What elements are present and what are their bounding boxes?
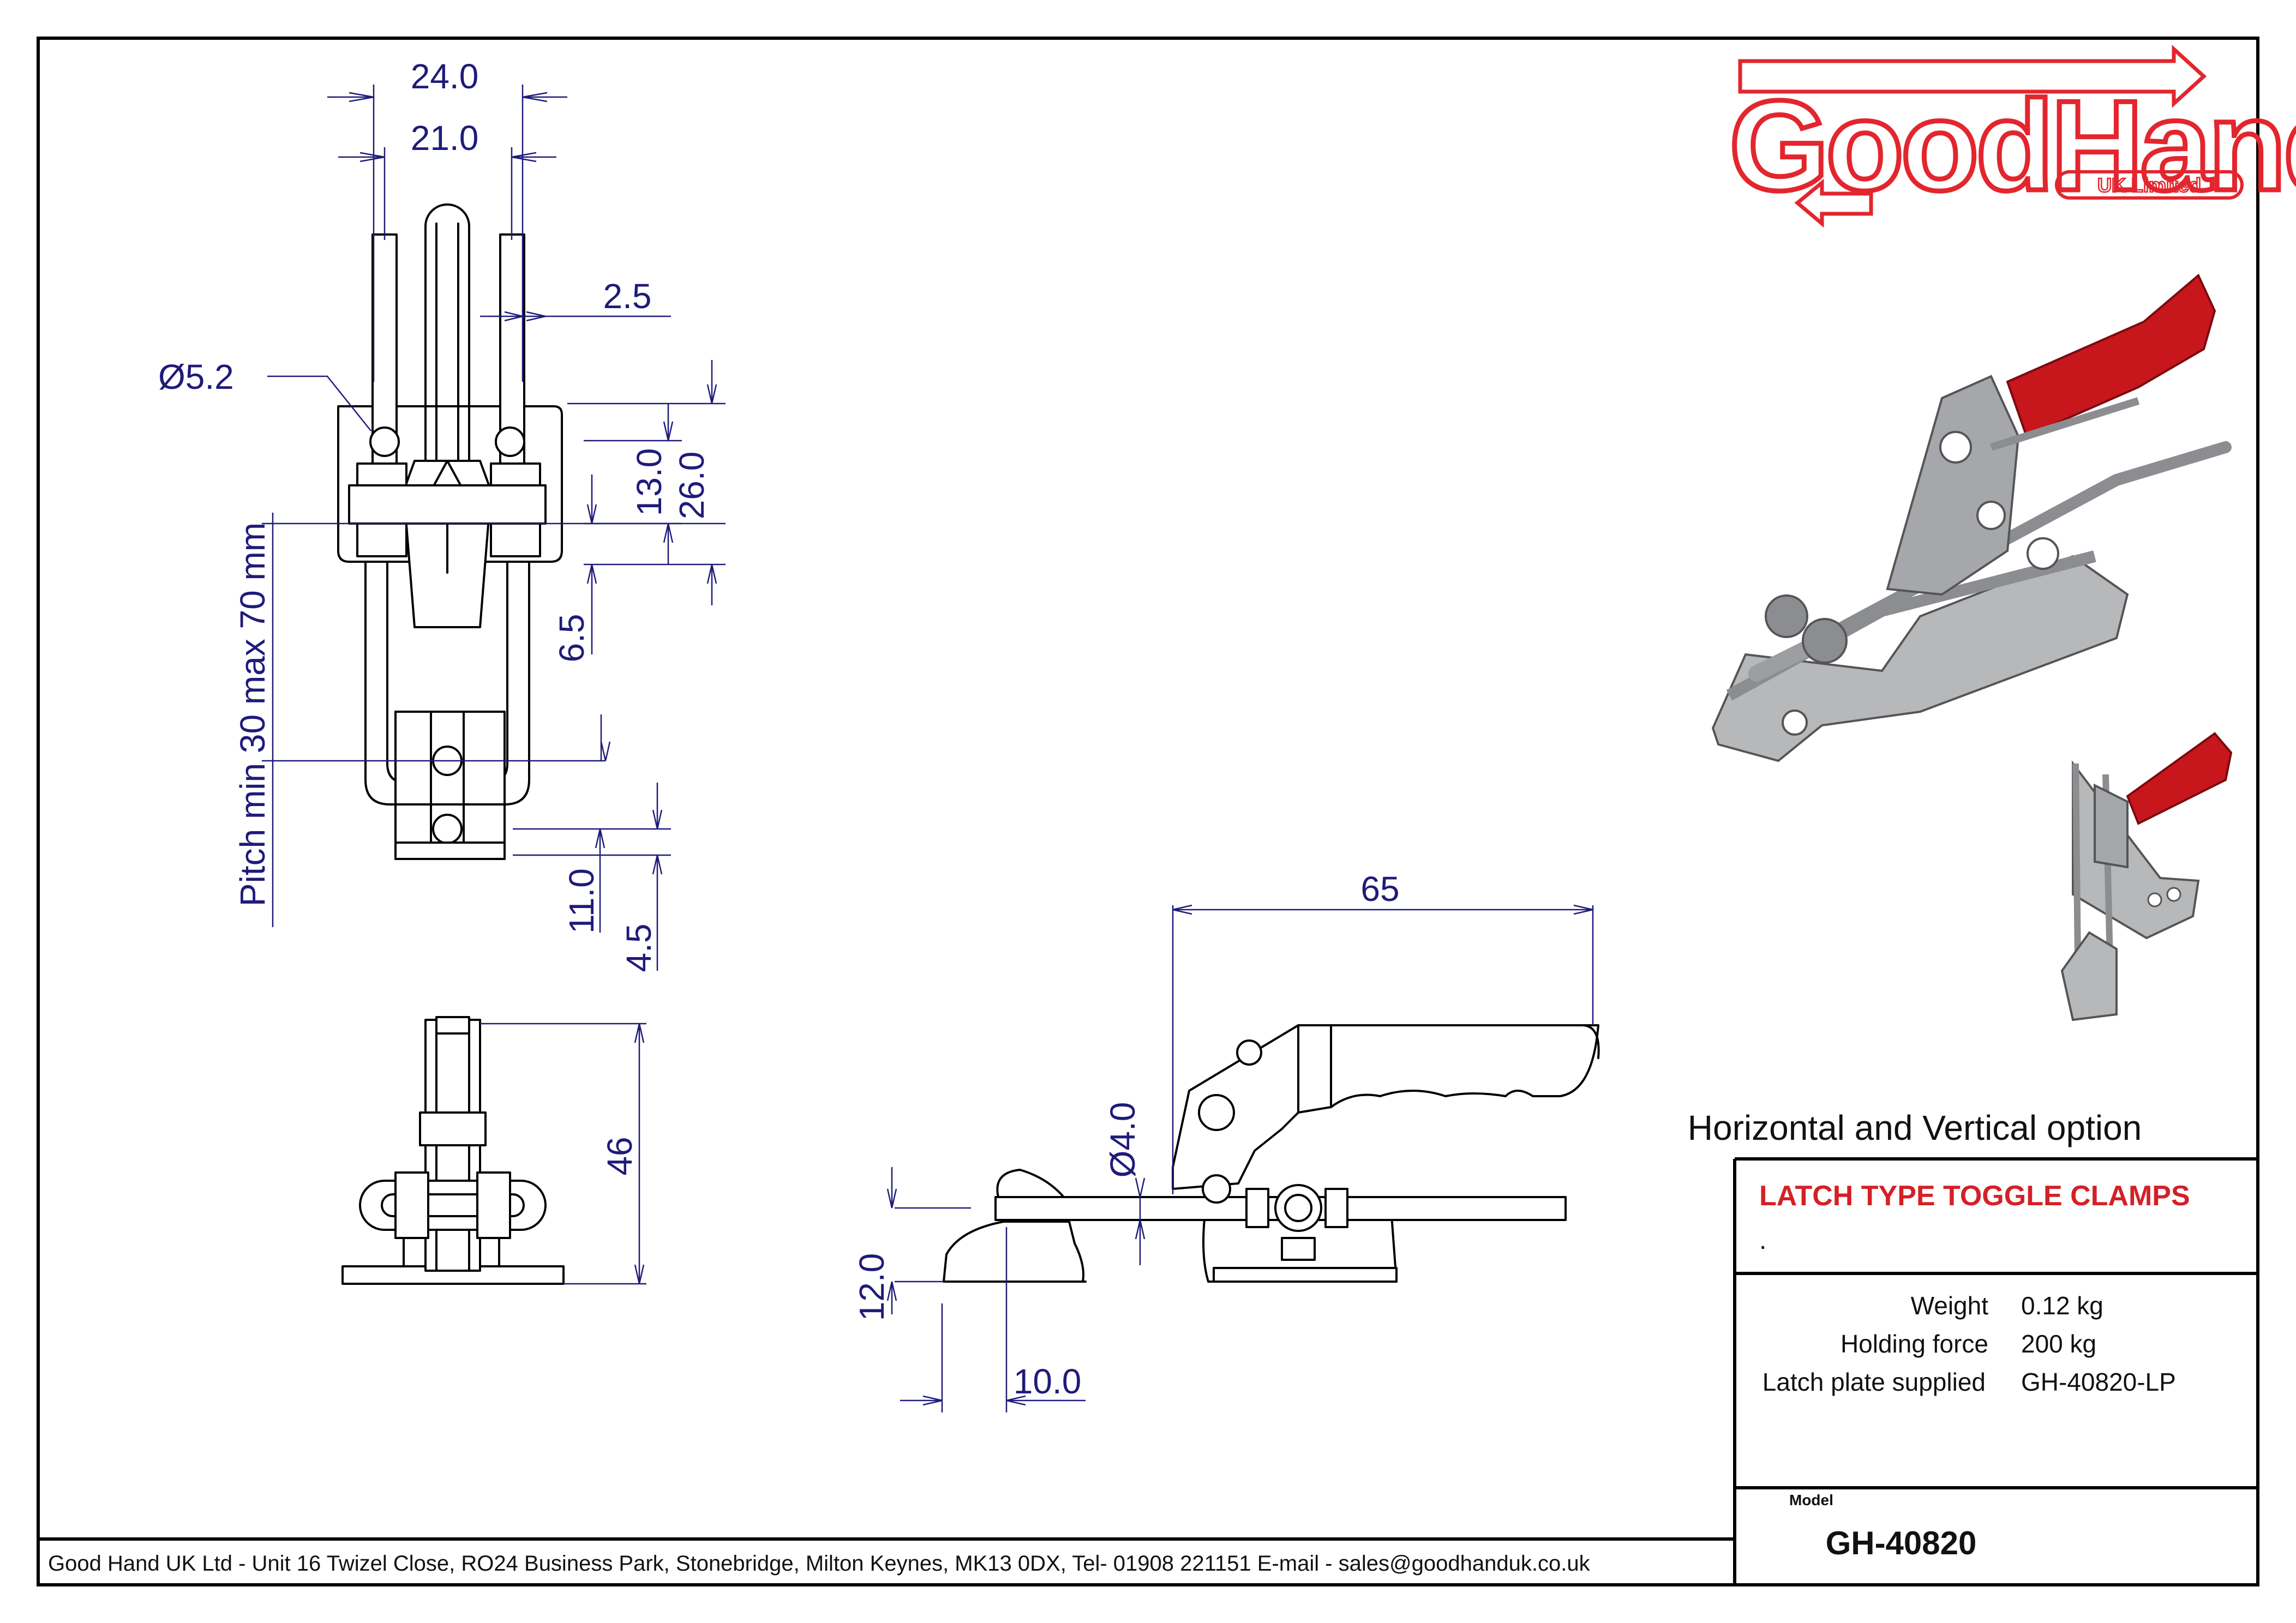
dim-pin-dia: Ø4.0 (1103, 1102, 1142, 1178)
dim-offset-a: 6.5 (552, 614, 591, 663)
product-subtitle: . (1759, 1226, 1766, 1255)
spec-value-weight: 0.12 kg (2021, 1291, 2103, 1320)
spec-label-latch-plate: Latch plate supplied (1763, 1368, 1986, 1396)
iso-render-vertical (2060, 732, 2233, 1021)
dim-width-outer: 24.0 (411, 57, 479, 96)
spec-value-latch-plate: GH-40820-LP (2021, 1368, 2176, 1396)
logo-badge (2055, 170, 2244, 200)
goodhand-logo: GoodHand UK Limited (1727, 45, 2296, 228)
dim-width-inner: 21.0 (411, 118, 479, 158)
top-view-dimensions: 24.0 21.0 2.5 Ø5.2 13.0 26.0 6.5 (158, 57, 726, 972)
dim-length: 65 (1360, 869, 1399, 909)
dim-offset-c: 4.5 (619, 924, 658, 972)
side-view (943, 1024, 1600, 1283)
outer-frame (37, 37, 2259, 1586)
spec-value-holding-force: 200 kg (2021, 1330, 2096, 1358)
top-view (337, 203, 563, 860)
logo-wordmark: GoodHand (1729, 74, 2296, 217)
end-view (341, 1016, 565, 1285)
dim-height-base: 26.0 (672, 452, 711, 520)
dim-plate-offset: 10.0 (1014, 1362, 1082, 1401)
product-title: LATCH TYPE TOGGLE CLAMPS (1759, 1180, 2190, 1212)
company-address-footer: Good Hand UK Ltd - Unit 16 Twizel Close,… (48, 1552, 1591, 1576)
dim-slot: 2.5 (603, 276, 652, 316)
orientation-note: Horizontal and Vertical option (1688, 1108, 2142, 1147)
dim-hole-offset: 13.0 (630, 448, 669, 516)
dim-plate-height: 12.0 (852, 1253, 891, 1321)
iso-render-horizontal (1711, 273, 2232, 762)
side-view-dimensions: 65 12.0 Ø4.0 10.0 (852, 869, 1594, 1412)
logo-subtext: UK Limited (2097, 174, 2201, 196)
dim-hole-dia: Ø5.2 (158, 357, 234, 396)
spec-table: Weight 0.12 kg Holding force 200 kg Latc… (1763, 1291, 2176, 1396)
dim-pitch: Pitch min 30 max 70 mm (233, 522, 272, 906)
dim-height-side: 46 (600, 1137, 639, 1175)
spec-label-holding-force: Holding force (1841, 1330, 1988, 1358)
logo-arrow-right (1738, 45, 2207, 108)
dim-offset-b: 11.0 (562, 868, 601, 934)
model-number: GH-40820 (1826, 1525, 1977, 1561)
spec-label-weight: Weight (1911, 1291, 1989, 1320)
model-label: Model (1789, 1492, 1833, 1508)
logo-arrow-left (1794, 178, 1873, 228)
end-view-dimensions: 46 (480, 1023, 646, 1285)
